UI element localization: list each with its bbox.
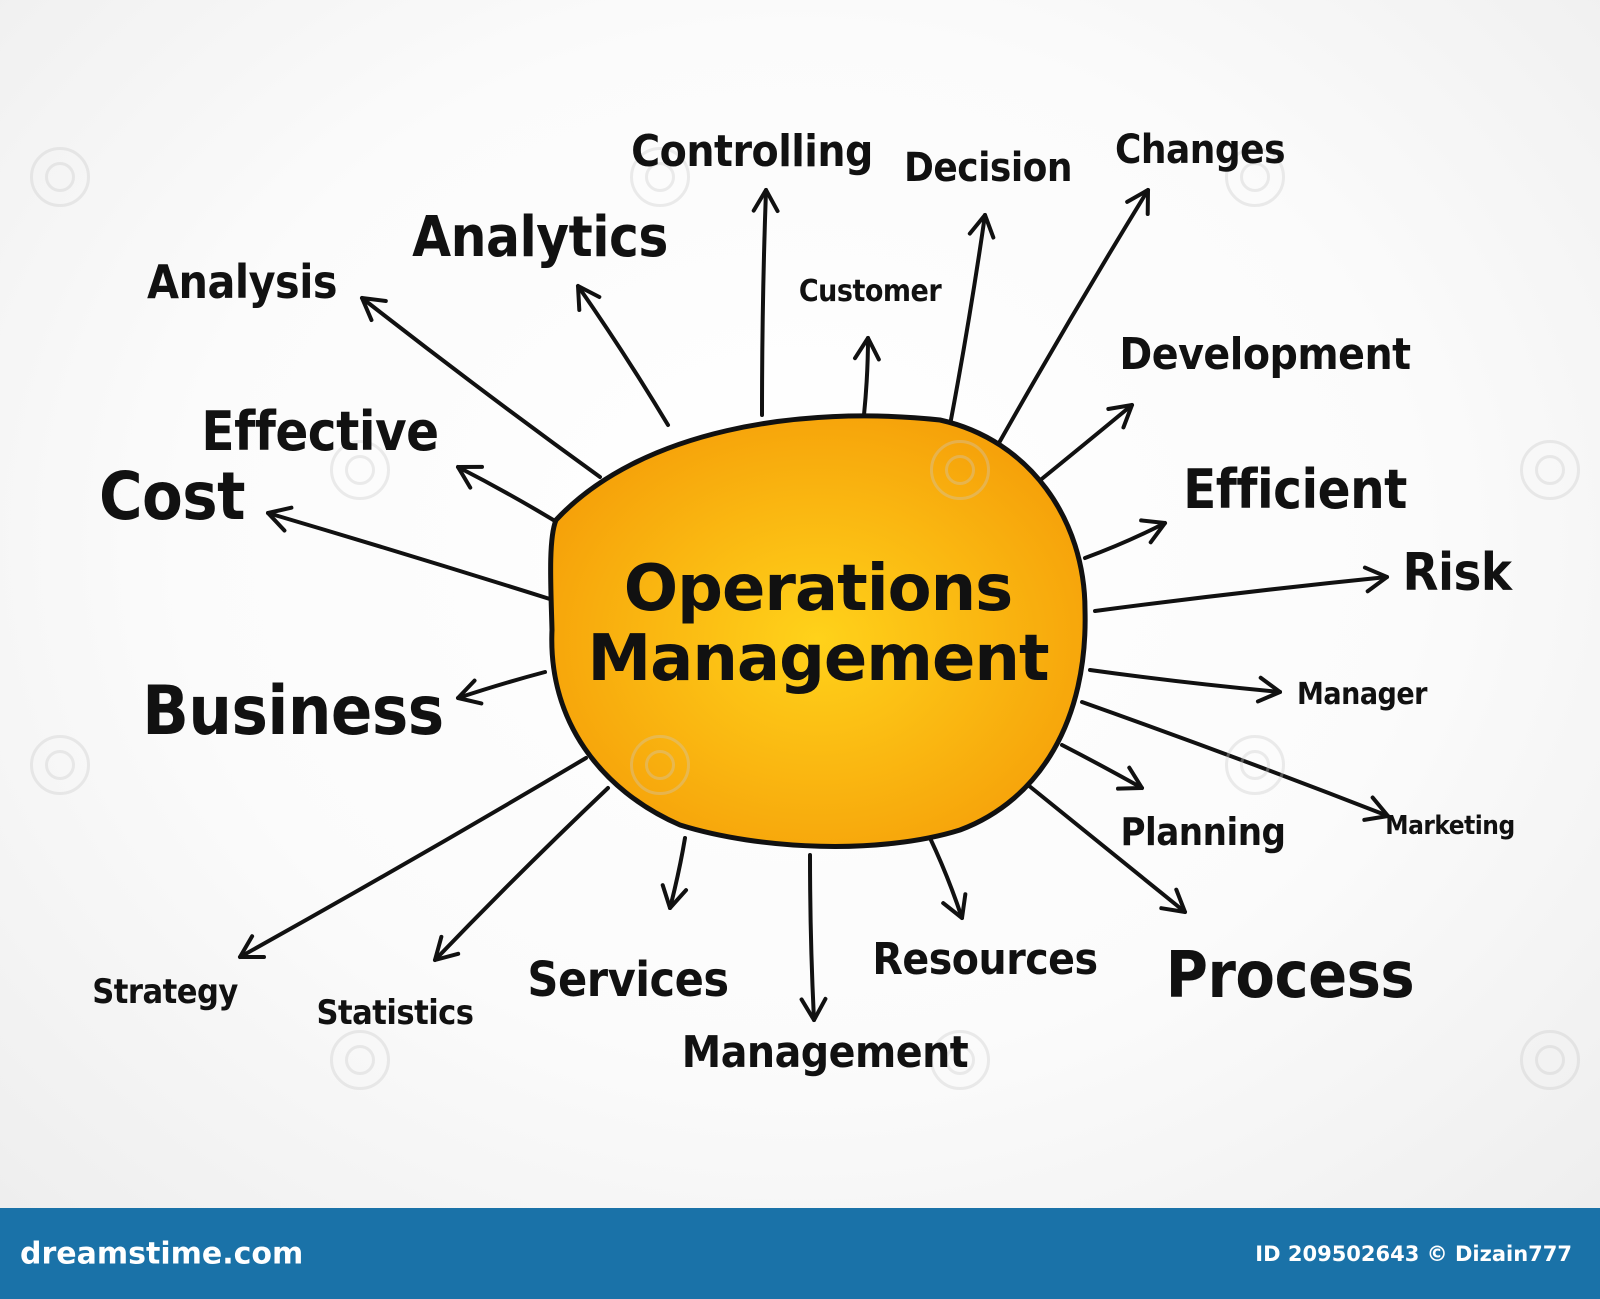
arrow-business (456, 670, 547, 706)
node-label-risk: Risk (1402, 543, 1512, 603)
arrow-development (1036, 403, 1134, 484)
arrow-risk (1093, 565, 1389, 613)
node-label-strategy: Strategy (92, 972, 238, 1012)
watermark-logo (1225, 735, 1285, 795)
watermark-logo (330, 1030, 390, 1090)
arrow-services (660, 836, 689, 910)
arrow-cost (266, 505, 555, 602)
node-label-resources: Resources (872, 934, 1098, 985)
node-label-manager: Manager (1297, 677, 1427, 712)
center-ellipse (548, 413, 1088, 849)
arrow-statistics (433, 786, 610, 962)
node-label-cost: Cost (98, 458, 246, 535)
node-label-marketing: Marketing (1385, 811, 1515, 841)
node-label-analytics: Analytics (412, 205, 668, 270)
node-label-decision: Decision (903, 145, 1073, 191)
footer-bar: dreamstime.com ID 209502643 © Dizain777 (0, 1208, 1600, 1299)
arrow-controlling (751, 188, 780, 417)
watermark-logo (1225, 147, 1285, 207)
arrow-analysis (360, 296, 602, 479)
mind-map-svg (238, 188, 1390, 1022)
arrow-decision (948, 213, 996, 427)
arrow-efficient (1083, 518, 1167, 560)
watermark-logo (330, 440, 390, 500)
watermark-logo (30, 735, 90, 795)
arrow-process (1026, 783, 1187, 914)
watermark-logo (30, 147, 90, 207)
watermark-logo (930, 1030, 990, 1090)
node-label-statistics: Statistics (316, 993, 474, 1033)
node-label-business: Business (142, 672, 444, 751)
arrow-analytics (576, 284, 670, 427)
arrow-planning (1060, 743, 1144, 791)
center-title-line2: Management (587, 622, 1049, 696)
node-label-development: Development (1119, 329, 1411, 380)
node-label-customer: Customer (798, 274, 942, 309)
center-title: Operations Management (587, 552, 1049, 696)
arrow-changes (993, 188, 1150, 452)
node-label-management: Management (681, 1027, 969, 1078)
watermark-logo (1520, 1030, 1580, 1090)
node-label-analysis: Analysis (146, 255, 338, 309)
arrow-strategy (238, 756, 588, 959)
watermark-logo (1520, 440, 1580, 500)
footer-brand[interactable]: dreamstime.com (20, 1236, 304, 1271)
node-label-efficient: Efficient (1183, 458, 1407, 521)
node-label-effective: Effective (201, 400, 439, 463)
watermark-logo (930, 440, 990, 500)
node-label-controlling: Controlling (631, 126, 873, 177)
watermark-logo (630, 735, 690, 795)
footer-credit: ID 209502643 © Dizain777 (1255, 1241, 1572, 1266)
watermark-logo (630, 147, 690, 207)
node-label-planning: Planning (1120, 810, 1286, 854)
node-label-services: Services (527, 952, 729, 1008)
node-label-changes: Changes (1114, 127, 1286, 173)
arrow-manager (1088, 668, 1282, 704)
arrow-customer (853, 336, 881, 417)
arrow-management (799, 853, 828, 1022)
center-title-line1: Operations (623, 552, 1014, 626)
node-label-process: Process (1165, 939, 1415, 1013)
arrow-resources (928, 836, 968, 920)
